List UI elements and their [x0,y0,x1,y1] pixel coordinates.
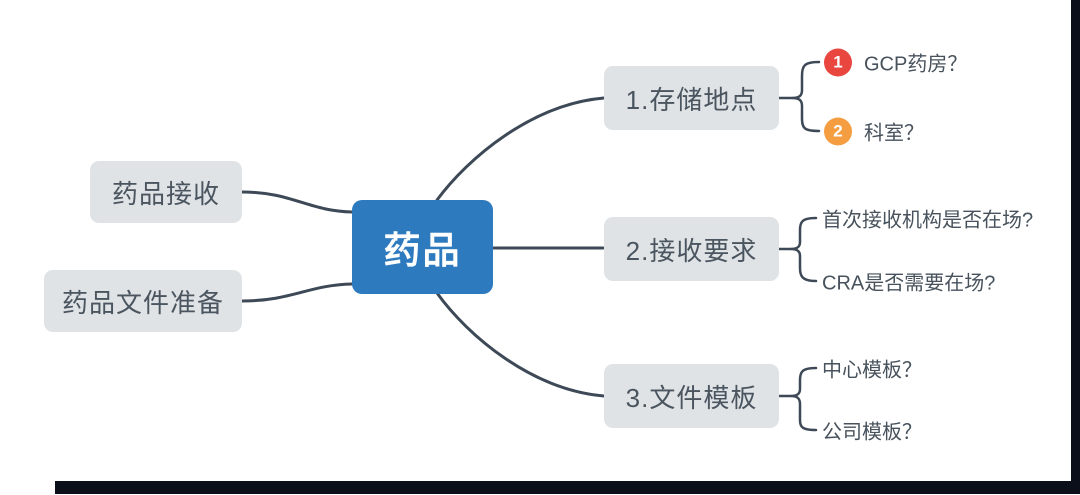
leaf-label: GCP药房？ [864,53,968,76]
connector-right-0 [435,96,606,202]
node-document-template[interactable]: 3.文件模板 [604,364,779,428]
priority-2-badge: 2 [824,117,852,145]
leaf-label: CRA是否需要在场? [822,272,996,295]
leaf-label: 中心模板？ [822,359,922,382]
leaf-department[interactable]: 2 科室？ [824,117,924,146]
leaf-label: 公司模板？ [822,421,922,444]
frame-bottom-bar [55,481,1080,494]
brace-0 [791,60,821,133]
leaf-label: 科室？ [864,122,924,145]
node-storage-location[interactable]: 1.存储地点 [604,66,779,130]
connector-left-1 [240,282,354,303]
leaf-cra-onsite[interactable]: CRA是否需要在场? [822,267,995,296]
node-drug-receiving[interactable]: 药品接收 [90,161,242,223]
brace-1 [790,216,818,283]
brace-2 [790,366,818,432]
leaf-first-receipt-onsite[interactable]: 首次接收机构是否在场? [822,204,1033,233]
leaf-company-template[interactable]: 公司模板？ [822,416,922,445]
connector-right-2 [435,291,606,398]
connector-left-0 [240,190,354,214]
frame-right-bar [1071,0,1080,494]
priority-1-badge: 1 [824,48,852,76]
leaf-label: 首次接收机构是否在场? [822,209,1034,232]
node-drug-document-prep[interactable]: 药品文件准备 [44,270,242,332]
node-drug-center[interactable]: 药品 [352,200,493,294]
leaf-gcp-pharmacy[interactable]: 1 GCP药房？ [824,48,967,77]
leaf-site-template[interactable]: 中心模板？ [822,354,922,383]
node-receiving-requirements[interactable]: 2.接收要求 [604,217,779,281]
